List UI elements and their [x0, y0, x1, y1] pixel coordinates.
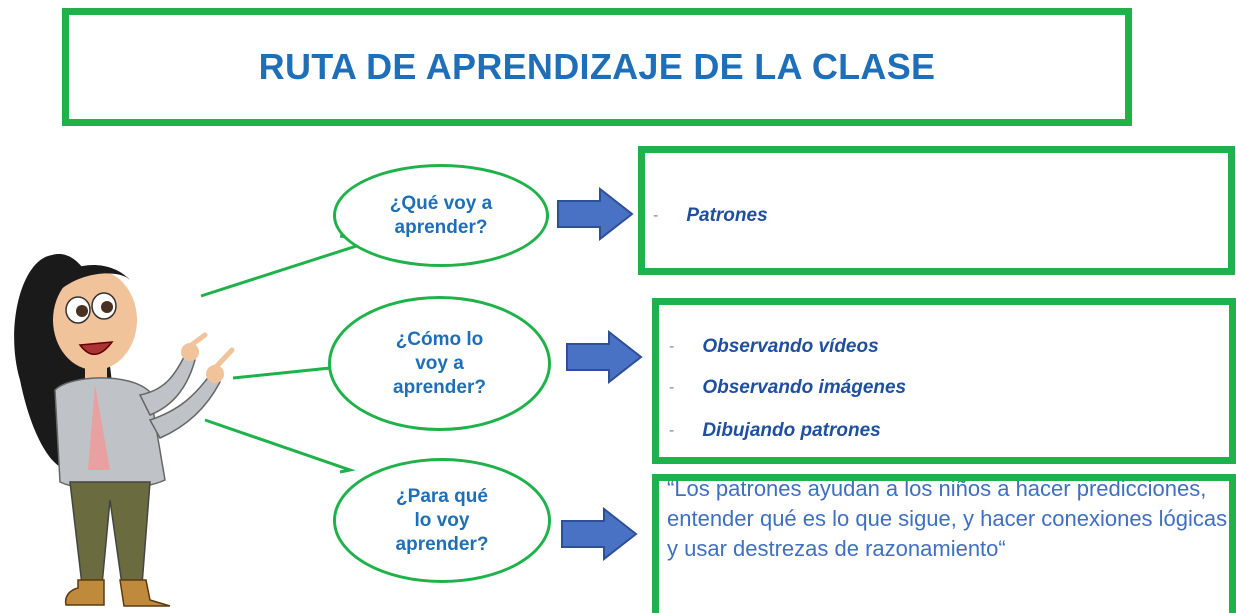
- answer-what-text: Patrones: [686, 205, 768, 226]
- answer-how-text-1: Observando vídeos: [702, 336, 879, 357]
- question-how-line-3: aprender?: [393, 376, 486, 398]
- bullet-dash: -: [669, 379, 675, 396]
- bullet-dash: -: [653, 207, 659, 224]
- question-why-line-1: ¿Para qué: [396, 485, 488, 507]
- question-bubble-why: ¿Para qué lo voy aprender?: [333, 458, 551, 583]
- answer-how-text-3: Dibujando patrones: [702, 420, 881, 441]
- answer-how-text-2: Observando imágenes: [702, 377, 907, 398]
- connector-3: [204, 418, 356, 474]
- answer-why-quote: “Los patrones ayudan a los niños a hacer…: [667, 476, 1228, 561]
- bullet-dash: -: [669, 422, 675, 439]
- answer-how-item-3: - Dibujando patrones: [669, 420, 881, 442]
- answer-box-how: - Observando vídeos - Observando imágene…: [652, 298, 1236, 464]
- question-bubble-what: ¿Qué voy a aprender?: [333, 164, 549, 267]
- answer-box-what: - Patrones: [638, 146, 1235, 275]
- answer-how-item-1: - Observando vídeos: [669, 336, 879, 358]
- question-bubble-how: ¿Cómo lo voy a aprender?: [328, 296, 551, 431]
- teacher-avatar: [14, 254, 235, 607]
- answer-box-why: “Los patrones ayudan a los niños a hacer…: [652, 474, 1236, 613]
- right-arrow-icon: [557, 187, 634, 241]
- question-how-line-1: ¿Cómo lo: [395, 328, 484, 350]
- bullet-dash: -: [669, 338, 675, 355]
- question-how-line-2: voy a: [415, 352, 464, 374]
- question-what-line-1: ¿Qué voy a: [389, 192, 493, 214]
- answer-how-item-2: - Observando imágenes: [669, 377, 906, 399]
- page-title: RUTA DE APRENDIZAJE DE LA CLASE: [258, 46, 936, 87]
- question-why-line-2: lo voy: [414, 509, 470, 531]
- title-box: RUTA DE APRENDIZAJE DE LA CLASE: [62, 8, 1132, 126]
- answer-what-item: - Patrones: [653, 205, 768, 227]
- right-arrow-icon: [566, 330, 643, 384]
- question-why-line-3: aprender?: [395, 533, 489, 555]
- question-what-line-2: aprender?: [394, 216, 488, 238]
- right-arrow-icon: [561, 507, 638, 561]
